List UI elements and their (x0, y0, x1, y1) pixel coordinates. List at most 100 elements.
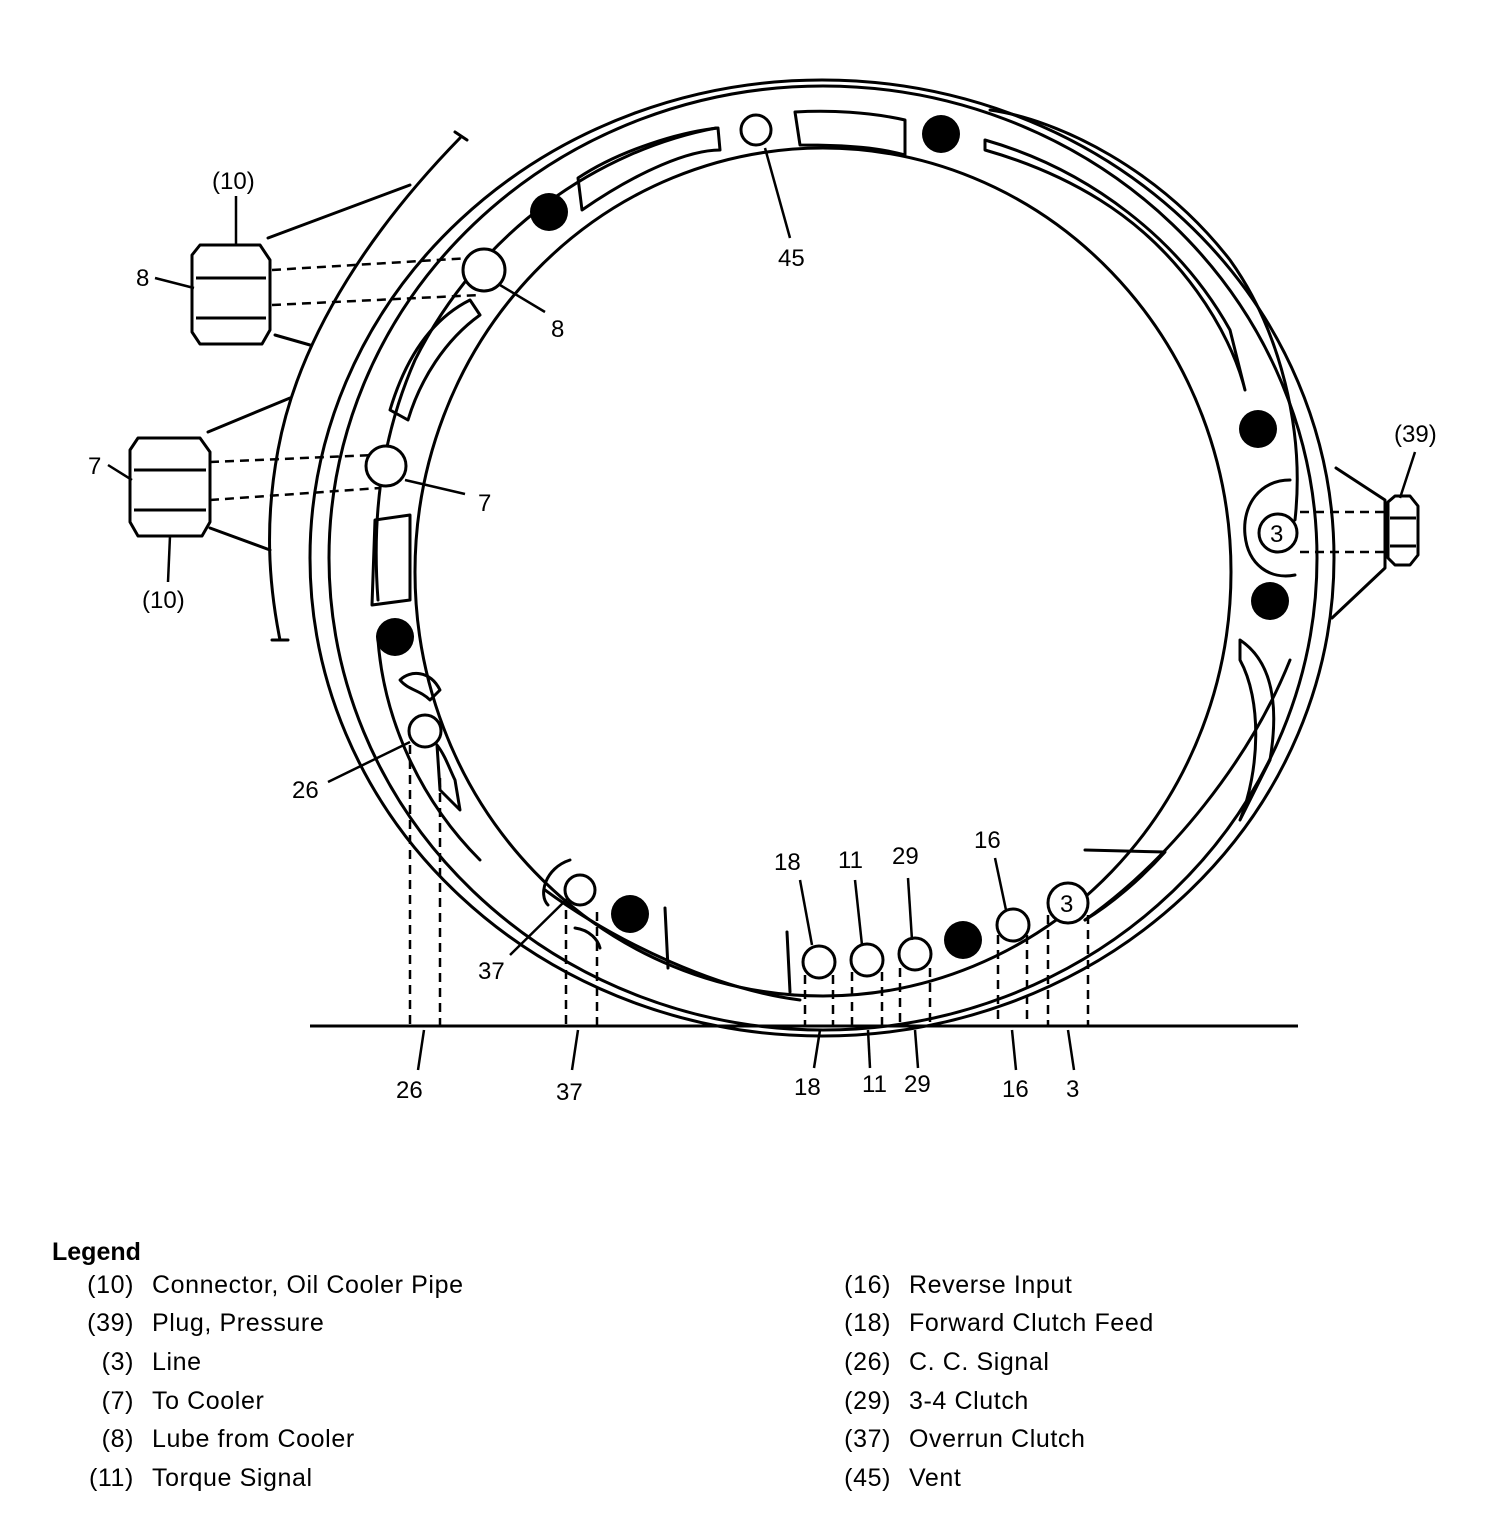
legend-item-text: Overrun Clutch (909, 1425, 1086, 1454)
callout-18: 18 (774, 849, 801, 876)
passage-top-right (793, 109, 907, 157)
channel-outer-boundary (374, 108, 1299, 1002)
legend-item-number: (26) (844, 1347, 891, 1376)
passage-top (576, 126, 722, 212)
legend-left-column: (10) Connector, Oil Cooler Pipe (39) Plug,… (52, 1266, 464, 1498)
passage-right-upper (983, 138, 1247, 392)
port-45 (739, 113, 773, 147)
baseline-label-29: 29 (904, 1071, 931, 1098)
legend-item: (18) Forward Clutch Feed (809, 1305, 1154, 1344)
upper-oil-cooler-connector (190, 243, 272, 346)
legend-item-number: (16) (844, 1270, 891, 1299)
callout-8-fitting: 8 (136, 265, 149, 292)
callout-37: 37 (478, 958, 505, 985)
baseline-label-37: 37 (556, 1079, 583, 1106)
callout-16: 16 (974, 827, 1001, 854)
legend-item-text: 3-4 Clutch (909, 1386, 1029, 1415)
port-8 (461, 247, 507, 293)
legend-item-number: (18) (844, 1309, 891, 1338)
callout-3-right: 3 (1270, 521, 1283, 548)
passage-bottom-center (785, 930, 792, 994)
port-3-bottom (1046, 881, 1090, 925)
passage-left-upper (388, 298, 482, 422)
callout-10-top: (10) (212, 168, 255, 195)
legend-item-number: (10) (87, 1270, 134, 1299)
baseline-label-26: 26 (396, 1077, 423, 1104)
legend-item-text: Torque Signal (152, 1463, 313, 1492)
legend-item-number: (39) (87, 1309, 134, 1338)
legend-item-text: Plug, Pressure (152, 1309, 325, 1338)
legend-item: (16) Reverse Input (809, 1266, 1154, 1305)
legend-item: (39) Plug, Pressure (52, 1305, 464, 1344)
legend-item-number: (8) (101, 1425, 134, 1454)
legend-item: (26)C. C. Signal (809, 1343, 1154, 1382)
passage-left-mid (370, 513, 412, 607)
legend-item-number: (37) (844, 1425, 891, 1454)
pressure-plug (1386, 494, 1420, 567)
callout-29: 29 (892, 843, 919, 870)
legend: Legend (10) Connector, Oil Cooler Pipe (3… (52, 1238, 1472, 1498)
legend-item-text: Vent (909, 1463, 962, 1492)
legend-item-number: (11) (88, 1463, 134, 1492)
bolt-hole (944, 921, 982, 959)
callout-3-bottom: 3 (1060, 891, 1073, 918)
callout-26: 26 (292, 777, 319, 804)
bolt-hole (376, 618, 414, 656)
legend-item: (29) 3-4 Clutch (809, 1382, 1154, 1421)
bolt-hole (611, 895, 649, 933)
legend-item-number: (29) (844, 1386, 891, 1415)
bolt-hole (922, 115, 960, 153)
port-7 (364, 444, 408, 488)
passage-left-lower (398, 671, 442, 702)
port-37 (563, 873, 597, 907)
bolt-hole (530, 193, 568, 231)
port-3-pocket (1243, 478, 1297, 578)
passage-left-bottom (435, 743, 462, 812)
legend-item-text: Reverse Input (909, 1270, 1073, 1299)
baseline-label-11: 11 (862, 1071, 887, 1098)
plug-boss (1330, 466, 1387, 620)
housing-inner-edge (327, 84, 1319, 1032)
legend-title: Legend (52, 1238, 141, 1266)
lower-connector-boss (206, 396, 292, 552)
legend-right-column: (16) Reverse Input (18) Forward Clutch Fee… (809, 1266, 1154, 1498)
port-29 (897, 936, 933, 972)
bolt-hole (1251, 582, 1289, 620)
passage-right-lower (1238, 638, 1276, 822)
legend-item-number: (3) (101, 1347, 134, 1376)
center-bore (413, 146, 1233, 998)
callout-7-fitting: 7 (88, 453, 101, 480)
housing-outer-edge (308, 78, 1336, 1038)
callout-11: 11 (838, 847, 863, 874)
port-18 (801, 944, 837, 980)
legend-item: (7) To Cooler (52, 1382, 464, 1421)
legend-item-text: To Cooler (152, 1386, 265, 1415)
legend-item-text: Line (152, 1347, 202, 1376)
callout-39: (39) (1394, 421, 1437, 448)
legend-item: (11) Torque Signal (52, 1459, 464, 1498)
port-26 (407, 713, 443, 749)
legend-item: (45) Vent (809, 1459, 1154, 1498)
legend-item: (3) Line (52, 1343, 464, 1382)
callout-8-port: 8 (551, 316, 564, 343)
legend-item-text: Connector, Oil Cooler Pipe (152, 1270, 464, 1299)
legend-item: (8)Lube from Cooler (52, 1420, 464, 1459)
section-cut-line (268, 136, 462, 642)
bolt-hole (1239, 410, 1277, 448)
lower-oil-cooler-connector (128, 436, 212, 538)
legend-item-number: (7) (101, 1386, 134, 1415)
baseline-label-18: 18 (794, 1074, 821, 1101)
legend-item: (10) Connector, Oil Cooler Pipe (52, 1266, 464, 1305)
legend-item-number: (45) (844, 1463, 891, 1492)
callout-10-bottom: (10) (142, 587, 185, 614)
port-16 (995, 907, 1031, 943)
port-3-right (1257, 512, 1299, 554)
port-37-pocket (542, 858, 602, 950)
legend-item: (37) Overrun Clutch (809, 1420, 1154, 1459)
baseline-label-16: 16 (1002, 1076, 1029, 1103)
passage-bottom-left (663, 906, 670, 970)
upper-connector-boss (266, 183, 412, 347)
legend-item-text: Forward Clutch Feed (909, 1309, 1154, 1338)
